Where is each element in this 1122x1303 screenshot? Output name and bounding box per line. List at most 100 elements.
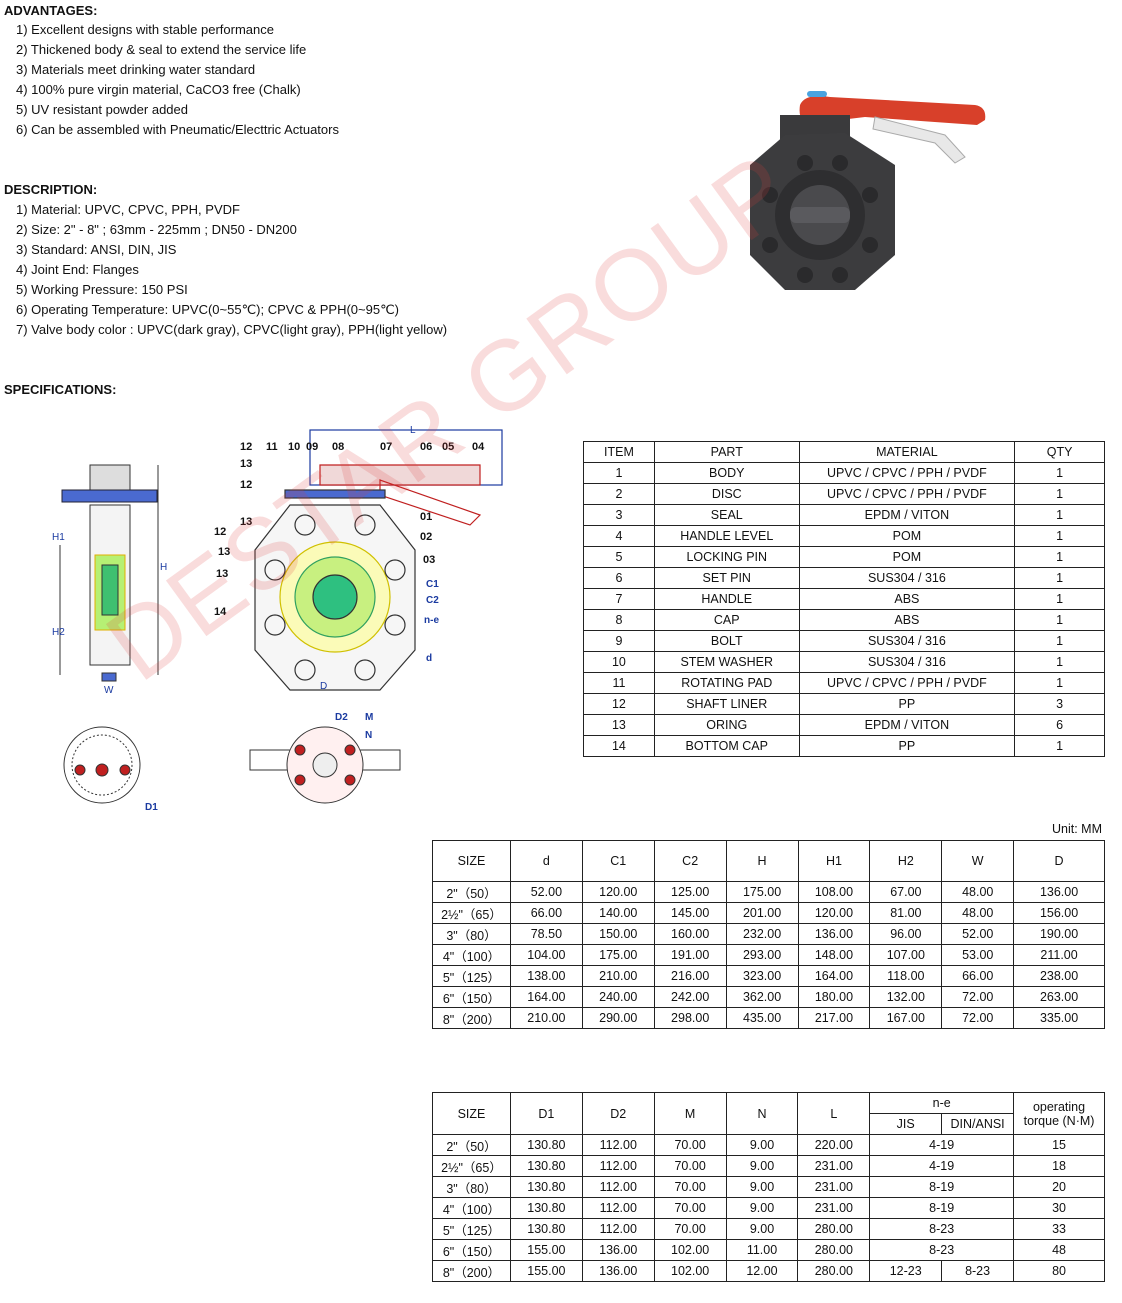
table-cell: 1 xyxy=(1014,651,1105,673)
description-item: 4) Joint End: Flanges xyxy=(16,262,139,277)
description-item: 2) Size: 2" - 8" ; 63mm - 225mm ; DN50 -… xyxy=(16,222,297,237)
column-header: PART xyxy=(653,441,800,463)
table-cell: 1 xyxy=(1014,462,1105,484)
table-cell: ABS xyxy=(798,609,1016,631)
table-cell: 231.00 xyxy=(797,1155,871,1177)
table-cell: 1 xyxy=(1014,609,1105,631)
part-number-label: 13 xyxy=(240,458,252,470)
table-cell: 1 xyxy=(1014,504,1105,526)
column-header: D2 xyxy=(581,1092,655,1135)
description-item: 6) Operating Temperature: UPVC(0~55℃); C… xyxy=(16,302,400,317)
description-item: 7) Valve body color : UPVC(dark gray), C… xyxy=(16,322,448,337)
table-cell: 1 xyxy=(1014,483,1105,505)
dim-label-D1: D1 xyxy=(145,802,158,813)
table-cell: 435.00 xyxy=(725,1007,799,1029)
table-cell: 5"（125） xyxy=(432,1218,511,1240)
column-header: L xyxy=(797,1092,871,1135)
table-cell: 12 xyxy=(583,693,655,715)
table-cell: 6"（150） xyxy=(432,986,511,1008)
part-number-label: 05 xyxy=(442,441,454,453)
part-number-label: 07 xyxy=(380,441,392,453)
table-cell: 5"（125） xyxy=(432,965,511,987)
table-cell: 96.00 xyxy=(869,923,943,945)
table-cell: 1 xyxy=(583,462,655,484)
table-cell: 2 xyxy=(583,483,655,505)
table-cell: 231.00 xyxy=(797,1197,871,1219)
part-number-label: 13 xyxy=(216,568,228,580)
table-cell: DISC xyxy=(653,483,800,505)
description-heading: DESCRIPTION: xyxy=(4,182,98,197)
table-cell: 20 xyxy=(1013,1176,1105,1198)
table-cell: UPVC / CPVC / PPH / PVDF xyxy=(798,462,1016,484)
table-cell: 8-23 xyxy=(869,1239,1015,1261)
part-number-label: 12 xyxy=(214,526,226,538)
table-cell: 2½"（65） xyxy=(432,902,511,924)
table-cell: 9.00 xyxy=(725,1134,799,1156)
column-header-ne: n-e xyxy=(869,1092,1015,1114)
table-cell: 48 xyxy=(1013,1239,1105,1261)
table-cell: 136.00 xyxy=(1013,881,1105,903)
table-cell: 9.00 xyxy=(725,1155,799,1177)
table-cell: 130.80 xyxy=(509,1176,583,1198)
table-cell: LOCKING PIN xyxy=(653,546,800,568)
part-number-label: 13 xyxy=(240,516,252,528)
part-number-label: 09 xyxy=(306,441,318,453)
front-view xyxy=(254,429,503,691)
part-number-label: 01 xyxy=(420,511,432,523)
table-cell: 6 xyxy=(1014,714,1105,736)
part-number-label: 12 xyxy=(240,441,252,453)
table-cell: 6"（150） xyxy=(432,1239,511,1261)
part-number-label: 08 xyxy=(332,441,344,453)
table-cell: 130.80 xyxy=(509,1155,583,1177)
column-header: W xyxy=(941,840,1015,882)
table-cell: 66.00 xyxy=(509,902,583,924)
table-cell: 175.00 xyxy=(725,881,799,903)
table-cell: 210.00 xyxy=(509,1007,583,1029)
table-cell: 8-19 xyxy=(869,1176,1015,1198)
column-header: ITEM xyxy=(583,441,655,463)
column-header: M xyxy=(653,1092,727,1135)
table-cell: 66.00 xyxy=(941,965,1015,987)
column-header-torque: operating torque (N·M) xyxy=(1013,1092,1105,1135)
table-cell: 155.00 xyxy=(509,1260,583,1282)
table-cell: 12-23 xyxy=(869,1260,943,1282)
part-number-label: 06 xyxy=(420,441,432,453)
table-cell: 1 xyxy=(1014,546,1105,568)
dim-label-H: H xyxy=(160,562,167,573)
column-header: H xyxy=(725,840,799,882)
table-cell: BODY xyxy=(653,462,800,484)
dim-label-H1: H1 xyxy=(52,532,65,543)
table-cell: 140.00 xyxy=(581,902,655,924)
table-cell: 4"（100） xyxy=(432,944,511,966)
table-cell: 1 xyxy=(1014,735,1105,757)
part-number-label: 14 xyxy=(214,606,227,618)
part-number-label: 04 xyxy=(472,441,485,453)
advantage-item: 4) 100% pure virgin material, CaCO3 free… xyxy=(16,82,301,97)
dim-label-N: N xyxy=(365,730,372,741)
table-cell: 4"（100） xyxy=(432,1197,511,1219)
column-header: D xyxy=(1013,840,1105,882)
table-cell: 7 xyxy=(583,588,655,610)
table-cell: PP xyxy=(798,735,1016,757)
table-cell: 48.00 xyxy=(941,902,1015,924)
advantage-item: 5) UV resistant powder added xyxy=(16,102,188,117)
table-cell: 18 xyxy=(1013,1155,1105,1177)
table-cell: 232.00 xyxy=(725,923,799,945)
description-item: 5) Working Pressure: 150 PSI xyxy=(16,282,188,297)
unit-label: Unit: MM xyxy=(1052,822,1102,836)
table-cell: 263.00 xyxy=(1013,986,1105,1008)
table-cell: 148.00 xyxy=(797,944,871,966)
